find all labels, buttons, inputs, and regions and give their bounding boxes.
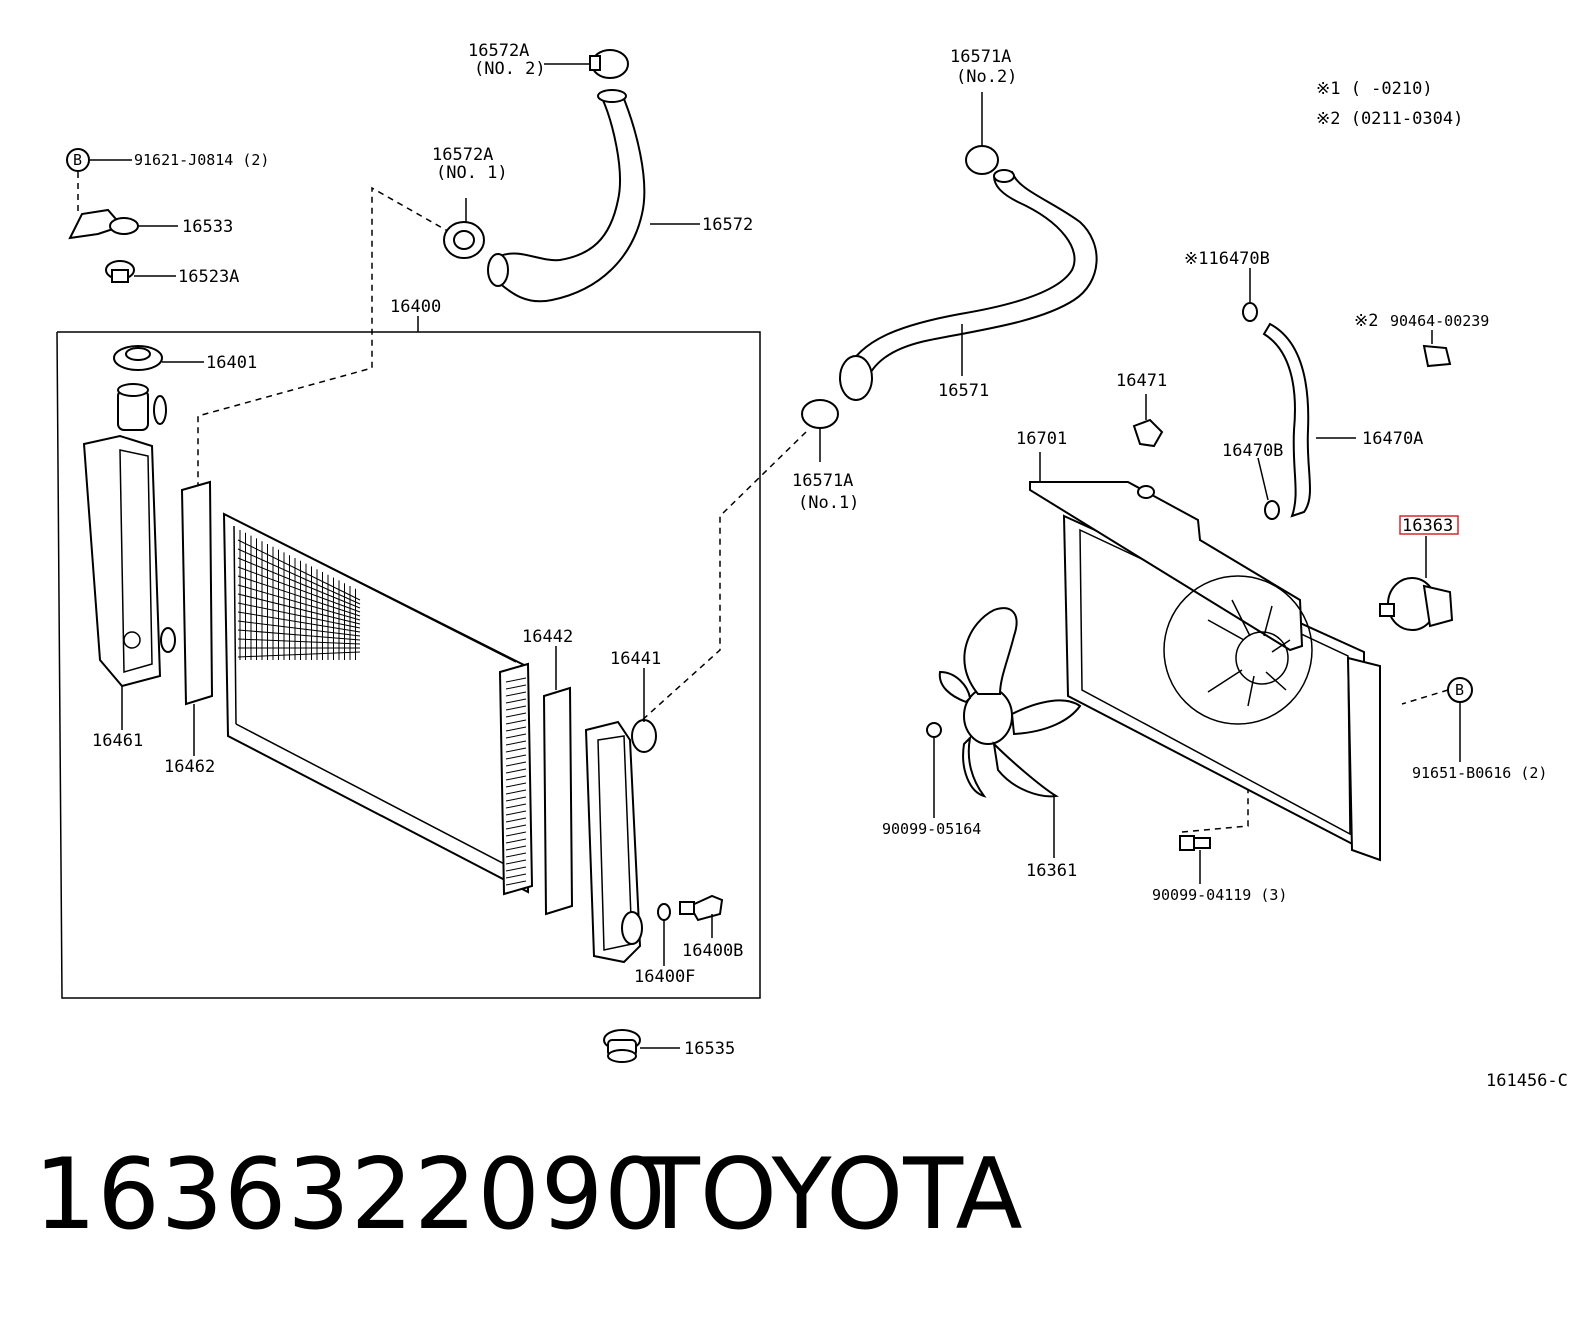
lower-radiator-hose: [844, 170, 1098, 390]
brand-title: TOYOTA: [640, 1138, 1023, 1252]
label-16363: 16363: [1402, 516, 1453, 536]
hose-clamp-16470B-bottom: [1257, 457, 1280, 520]
label-16471: 16471: [1116, 371, 1167, 391]
part-number-title: 1636322090: [34, 1138, 668, 1252]
label-116470B: ※116470B: [1184, 249, 1270, 269]
label-x2: ※2: [1354, 311, 1378, 331]
label-90464: 90464-00239: [1390, 312, 1489, 330]
hose-clamp-16470B-top: [1242, 268, 1258, 322]
label-16400F: 16400F: [634, 967, 695, 987]
label-no2-a: (NO. 2): [474, 59, 546, 79]
label-16571: 16571: [938, 381, 989, 401]
o-ring: [657, 903, 671, 966]
dashed-leader-lower-hose: [639, 431, 807, 723]
cooling-fan: [938, 607, 1082, 858]
label-16571A-no1: 16571A: [792, 471, 853, 491]
hose-clamp-no2: [544, 49, 629, 79]
dashed-leader-bracket-b: [1401, 689, 1449, 705]
bracket-16533: [68, 208, 178, 240]
fan-motor: [1379, 536, 1454, 631]
reservoir-hose: [1262, 322, 1356, 518]
label-91651: 91651-B0616 (2): [1412, 764, 1547, 782]
label-no1-b: (No.1): [798, 493, 859, 513]
label-b-bracket: B: [1455, 681, 1464, 699]
label-no1-a: (NO. 1): [436, 163, 508, 183]
label-16441: 16441: [610, 649, 661, 669]
hose-clamp-lower-no2: [965, 92, 999, 175]
note-2: ※2 (0211-0304): [1316, 109, 1463, 129]
radiator-assembly-frame: [56, 331, 761, 999]
label-16571A-no2: 16571A: [950, 47, 1011, 67]
label-16701: 16701: [1016, 429, 1067, 449]
gasket-left: [180, 480, 214, 756]
clip-90464-00239: [1422, 330, 1452, 368]
bolt-91621: [66, 148, 132, 212]
label-16523A: 16523A: [178, 267, 239, 287]
lower-hose-end: [839, 355, 873, 401]
label-16400B: 16400B: [682, 941, 743, 961]
radiator-cap: [113, 345, 204, 371]
label-16470B: 16470B: [1222, 441, 1283, 461]
label-16461: 16461: [92, 731, 143, 751]
label-91621: 91621-J0814 (2): [134, 151, 269, 169]
label-16401: 16401: [206, 353, 257, 373]
label-16442: 16442: [522, 627, 573, 647]
drain-plug: [679, 894, 724, 938]
lower-hose-top-end: [993, 169, 1015, 183]
note-1: ※1 ( -0210): [1316, 79, 1433, 99]
upper-radiator-hose: [496, 92, 646, 303]
label-16533: 16533: [182, 217, 233, 237]
hose-clip-16471: [1132, 394, 1164, 448]
radiator-core-fins: [237, 530, 527, 886]
bolt-90099-04119: [1179, 835, 1211, 884]
label-16361: 16361: [1026, 861, 1077, 881]
grommet-16535: [603, 1029, 680, 1063]
upper-hose-end: [487, 253, 509, 287]
nut-90099-05164: [926, 722, 942, 818]
grommet-16523A: [105, 260, 176, 283]
label-16572: 16572: [702, 215, 753, 235]
label-16572A-no1: 16572A: [432, 145, 493, 165]
label-90099-04119: 90099-04119 (3): [1152, 886, 1287, 904]
label-16535: 16535: [684, 1039, 735, 1059]
gasket-right: [542, 646, 574, 916]
label-16400: 16400: [390, 297, 441, 317]
label-90099-05164: 90099-05164: [882, 820, 981, 838]
fan-shroud: [1029, 452, 1381, 862]
upper-hose-top-end: [597, 89, 627, 103]
highlight-box-16363: [1399, 515, 1459, 535]
label-16462: 16462: [164, 757, 215, 777]
label-16572A-no2: 16572A: [468, 41, 529, 61]
radiator-tank-left: [82, 383, 176, 730]
bracket-b-right: [1447, 677, 1473, 762]
label-16470A: 16470A: [1362, 429, 1423, 449]
radiator-tank-right: [584, 668, 657, 964]
hose-clamp-no1: [443, 198, 485, 259]
label-b-bolt: B: [73, 151, 82, 169]
label-no2-b: (No.2): [956, 67, 1017, 87]
hose-clamp-lower-no1: [801, 399, 839, 462]
label-161456: 161456-C: [1486, 1071, 1568, 1091]
